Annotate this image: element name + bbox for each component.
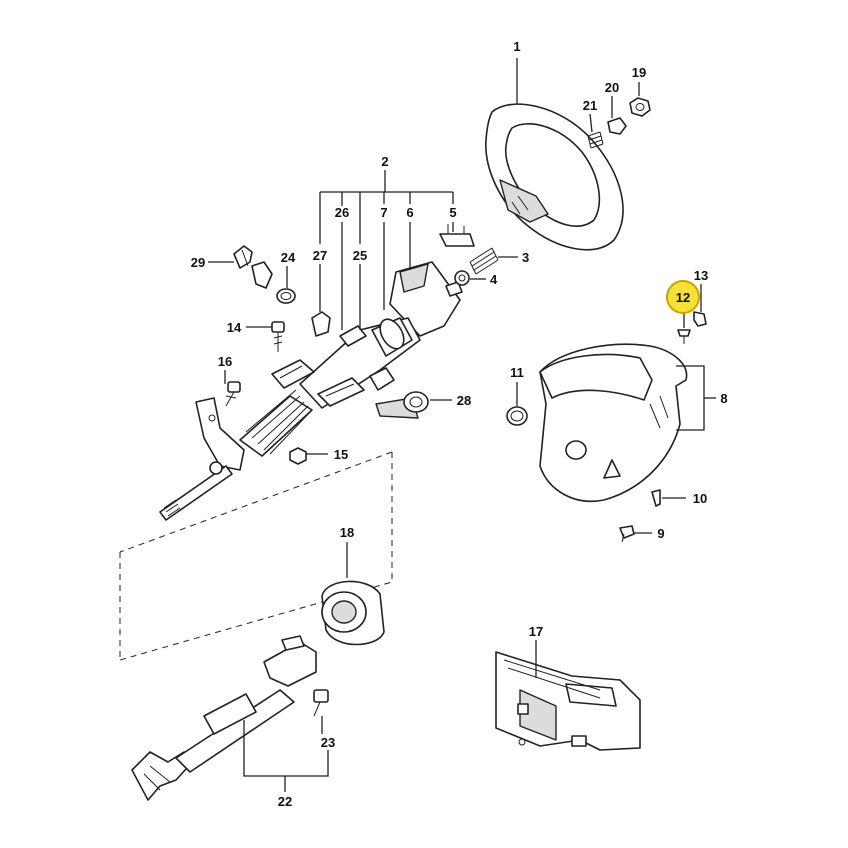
callout-7: 7 bbox=[380, 205, 387, 220]
callout-25: 25 bbox=[353, 248, 367, 263]
callout-1: 1 bbox=[513, 39, 520, 54]
nut-15 bbox=[289, 447, 307, 465]
callout-23: 23 bbox=[321, 735, 335, 750]
spring-3 bbox=[469, 247, 499, 275]
steering-wheel bbox=[485, 103, 624, 251]
callout-3: 3 bbox=[522, 250, 529, 265]
callout-18: 18 bbox=[340, 525, 354, 540]
hub-washer bbox=[607, 117, 627, 135]
intermediate-shaft bbox=[131, 635, 317, 801]
callout-2: 2 bbox=[381, 154, 388, 169]
highlight-marker bbox=[666, 280, 700, 314]
bolt-23 bbox=[313, 689, 329, 717]
screw-12 bbox=[677, 329, 691, 344]
callout-27: 27 bbox=[313, 248, 327, 263]
bolt-16 bbox=[225, 381, 241, 407]
dash-support-bracket bbox=[495, 651, 641, 751]
o-ring-11 bbox=[506, 406, 528, 426]
callout-5: 5 bbox=[449, 205, 456, 220]
callout-4: 4 bbox=[490, 272, 498, 287]
callout-15: 15 bbox=[334, 447, 348, 462]
callout-28: 28 bbox=[457, 393, 471, 408]
callout-19: 19 bbox=[632, 65, 646, 80]
callout-9: 9 bbox=[657, 526, 664, 541]
bolt-14 bbox=[271, 321, 285, 352]
callout-26: 26 bbox=[335, 205, 349, 220]
callout-20: 20 bbox=[605, 80, 619, 95]
spring-plate-5 bbox=[439, 224, 475, 247]
bushing-28 bbox=[375, 391, 429, 419]
screw-9 bbox=[619, 525, 635, 543]
hub-nut bbox=[629, 97, 651, 117]
callout-labels: 1 19 20 21 2 26 7 6 5 27 25 3 4 29 24 14… bbox=[191, 39, 728, 809]
leader-lines bbox=[208, 58, 716, 792]
callout-24: 24 bbox=[281, 250, 296, 265]
o-ring-24 bbox=[276, 288, 296, 304]
bearing-sleeve bbox=[321, 580, 385, 646]
column-shroud bbox=[539, 343, 688, 502]
callout-11: 11 bbox=[510, 365, 524, 380]
steering-column-assembly bbox=[159, 261, 463, 521]
hub-spring bbox=[587, 131, 604, 149]
callout-14: 14 bbox=[227, 320, 242, 335]
callout-29: 29 bbox=[191, 255, 205, 270]
callout-10: 10 bbox=[693, 491, 707, 506]
callout-6: 6 bbox=[406, 205, 413, 220]
callout-8: 8 bbox=[720, 391, 727, 406]
switch-clip bbox=[233, 245, 273, 289]
plug-27 bbox=[311, 311, 331, 337]
callout-22: 22 bbox=[278, 794, 292, 809]
washer-4 bbox=[454, 270, 470, 286]
callout-12: 12 bbox=[676, 290, 690, 305]
callout-13: 13 bbox=[694, 268, 708, 283]
callout-17: 17 bbox=[529, 624, 543, 639]
callout-21: 21 bbox=[583, 98, 597, 113]
callout-16: 16 bbox=[218, 354, 232, 369]
screw-10 bbox=[651, 489, 661, 507]
clip-13 bbox=[693, 311, 707, 327]
